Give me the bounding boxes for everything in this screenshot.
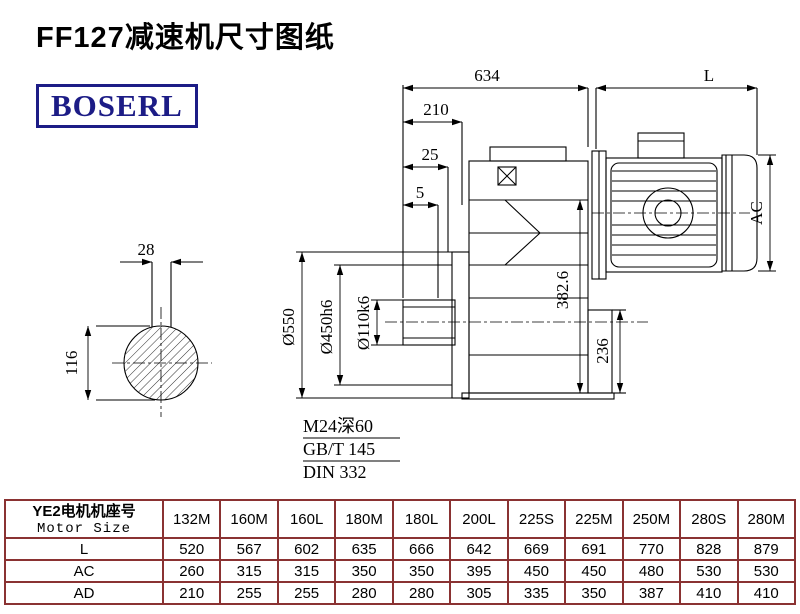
dim-25-label: 25 <box>422 145 439 164</box>
dim-key-width-label: 28 <box>138 240 155 259</box>
row-label: AC <box>4 559 164 583</box>
frame-size-column-header: 280M <box>736 499 797 539</box>
dim-shaft-height-label: 116 <box>62 351 81 376</box>
row-label: L <box>4 537 164 561</box>
dimension-value-cell: 410 <box>679 581 739 605</box>
dimension-value-cell: 350 <box>334 559 394 583</box>
frame-size-column-header: 180M <box>334 499 394 539</box>
dim-5-label: 5 <box>416 183 425 202</box>
dimension-value-cell: 410 <box>736 581 797 605</box>
dimension-value-cell: 350 <box>564 581 624 605</box>
dim-L-label: L <box>704 66 714 85</box>
dimension-value-cell: 260 <box>161 559 222 583</box>
dim-210-label: 210 <box>423 100 449 119</box>
dimension-value-cell: 530 <box>736 559 797 583</box>
dimension-value-cell: 520 <box>161 537 222 561</box>
frame-size-column-header: 160L <box>276 499 337 539</box>
dimension-value-cell: 450 <box>564 559 624 583</box>
dimension-value-cell: 666 <box>391 537 452 561</box>
frame-size-column-header: 250M <box>621 499 682 539</box>
frame-size-column-header: 180L <box>391 499 452 539</box>
page-title: FF127减速机尺寸图纸 <box>36 22 335 54</box>
dimension-value-cell: 280 <box>334 581 394 605</box>
dimension-value-cell: 255 <box>276 581 337 605</box>
dimension-value-cell: 480 <box>621 559 682 583</box>
dimension-value-cell: 691 <box>564 537 624 561</box>
dimension-value-cell: 335 <box>506 581 567 605</box>
dim-382-label: 382.6 <box>553 271 572 309</box>
frame-size-column-header: 132M <box>161 499 222 539</box>
dimension-value-cell: 770 <box>621 537 682 561</box>
note-din: DIN 332 <box>303 462 367 482</box>
dim-shaft-diameter-label: Ø110k6 <box>354 296 373 350</box>
reducer-side-view <box>385 146 648 400</box>
technical-drawing: 28 116 <box>62 66 776 482</box>
dimension-value-cell: 315 <box>276 559 337 583</box>
shaft-end-notes: M24深60 GB/T 145 DIN 332 <box>303 416 400 482</box>
dimension-annotations: 634 L 210 25 5 Ø550 <box>279 66 776 399</box>
note-gbt: GB/T 145 <box>303 439 375 459</box>
dim-634-label: 634 <box>474 66 500 85</box>
dim-AC-label: AC <box>747 201 766 225</box>
dimension-value-cell: 642 <box>449 537 509 561</box>
dimension-value-cell: 305 <box>449 581 509 605</box>
dim-flange-diameter-label: Ø550 <box>279 308 298 346</box>
frame-size-column-header: 160M <box>219 499 279 539</box>
motor-view <box>591 132 758 280</box>
dimension-value-cell: 255 <box>219 581 279 605</box>
dimension-value-cell: 395 <box>449 559 509 583</box>
row-label: AD <box>4 581 164 605</box>
dimension-value-cell: 669 <box>506 537 567 561</box>
dimension-value-cell: 879 <box>736 537 797 561</box>
shaft-end-view: 28 116 <box>62 240 212 417</box>
dimension-value-cell: 350 <box>391 559 452 583</box>
dim-236-label: 236 <box>593 338 612 364</box>
brand-logo: BOSERL <box>36 84 198 128</box>
frame-size-column-header: 225S <box>506 499 567 539</box>
dimension-value-cell: 828 <box>679 537 739 561</box>
dimension-value-cell: 210 <box>161 581 222 605</box>
dimension-value-cell: 280 <box>391 581 452 605</box>
dimension-value-cell: 387 <box>621 581 682 605</box>
dimension-value-cell: 530 <box>679 559 739 583</box>
frame-size-column-header: 280S <box>679 499 739 539</box>
dimension-value-cell: 635 <box>334 537 394 561</box>
frame-size-column-header: 200L <box>449 499 509 539</box>
dimension-value-cell: 450 <box>506 559 567 583</box>
dim-spigot-diameter-label: Ø450h6 <box>317 300 336 355</box>
dimension-value-cell: 602 <box>276 537 337 561</box>
frame-size-column-header: 225M <box>564 499 624 539</box>
dimension-value-cell: 315 <box>219 559 279 583</box>
dimension-value-cell: 567 <box>219 537 279 561</box>
note-thread: M24深60 <box>303 416 373 436</box>
brand-text: BOSERL <box>51 88 183 123</box>
